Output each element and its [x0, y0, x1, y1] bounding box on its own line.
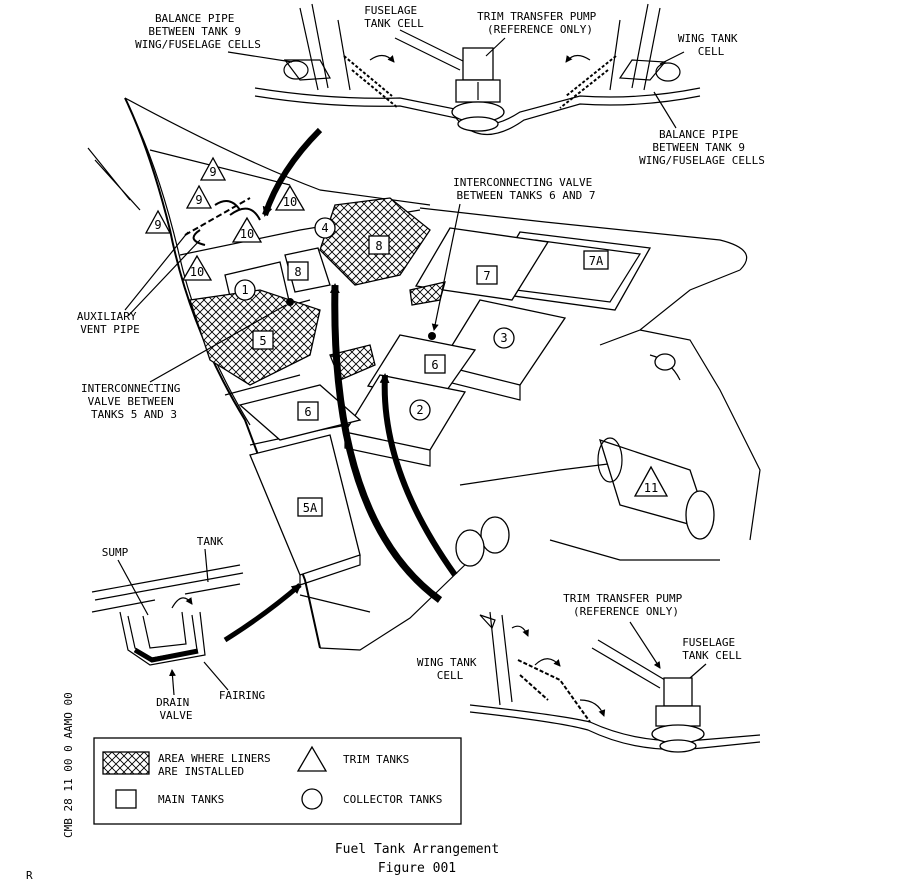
main-tank-marker	[297, 401, 319, 421]
tank-number: 8	[375, 239, 382, 253]
main-tank-marker	[476, 265, 498, 285]
label-trim-pump-top: TRIM TRANSFER PUMP (REFERENCE ONLY)	[477, 10, 603, 36]
tank-markers: 9 9 9 10 10 10 11 1 4 2 3 8 8 5 6 6 7	[144, 156, 669, 517]
legend-box	[93, 737, 462, 825]
trim-tank-marker	[144, 209, 172, 234]
top-detail-view	[254, 3, 701, 136]
tank-number: 9	[195, 193, 202, 207]
leader-valve-6-7	[431, 203, 461, 331]
trim-tank-marker	[185, 184, 213, 209]
main-tank-marker	[583, 250, 609, 270]
collector-tank-marker	[409, 399, 431, 421]
main-tank-marker	[368, 235, 390, 255]
label-wing-tank-cell-top: WING TANK CELL	[678, 32, 744, 58]
label-balance-pipe-top-left: BALANCE PIPE BETWEEN TANK 9 WING/FUSELAG…	[135, 12, 261, 51]
main-tank-marker	[297, 497, 323, 517]
legend-square-symbol	[115, 789, 137, 809]
leader-wing-tank-cell-top	[659, 51, 685, 65]
leader-auxiliary-vent-pipe	[124, 231, 201, 317]
tank-number: 3	[500, 331, 507, 345]
label-trim-pump-bottom: TRIM TRANSFER PUMP (REFERENCE ONLY)	[563, 592, 689, 618]
trim-tank-marker	[231, 216, 263, 243]
main-tank-marker	[287, 261, 309, 281]
legend-liner-swatch	[102, 751, 150, 775]
tank-number: 10	[240, 227, 254, 241]
legend-main-label: MAIN TANKS	[158, 793, 224, 806]
tank-number: 10	[283, 195, 297, 209]
label-sump: SUMP	[102, 546, 129, 559]
tank-number: 1	[241, 283, 248, 297]
tank-number: 5A	[303, 501, 318, 515]
trim-tank-marker	[633, 465, 669, 497]
main-tank-marker	[424, 354, 446, 374]
legend-liners-label: AREA WHERE LINERS ARE INSTALLED	[158, 752, 277, 778]
trim-tank-marker	[199, 156, 227, 181]
leader-balance-pipe-top-right	[653, 91, 677, 129]
tank-number: 2	[416, 403, 423, 417]
collector-tank-marker	[234, 279, 256, 301]
label-drain-valve: DRAIN VALVE	[156, 696, 196, 722]
leader-sump	[117, 559, 149, 616]
label-fuselage-tank-cell-bottom: FUSELAGE TANK CELL	[682, 636, 742, 662]
leader-tank	[204, 548, 209, 583]
label-auxiliary-vent-pipe: AUXILIARY VENT PIPE	[77, 310, 143, 336]
legend-trim-label: TRIM TANKS	[343, 753, 409, 766]
tank-number: 9	[209, 165, 216, 179]
collector-tank-marker	[314, 217, 336, 239]
trim-tank-marker	[181, 254, 213, 281]
side-reference-code: CMB 28 11 00 0 AAMO 00	[62, 692, 75, 838]
tank-number: 11	[644, 481, 658, 495]
trim-tank-marker	[274, 184, 306, 211]
leader-balance-pipe-top-left	[227, 51, 293, 63]
leader-drain-valve	[168, 669, 176, 696]
collector-tank-marker	[493, 327, 515, 349]
leader-valve-5-3	[149, 304, 287, 383]
tank-number: 10	[190, 265, 204, 279]
figure-title: Fuel Tank Arrangement	[335, 842, 499, 857]
tank-number: 6	[431, 358, 438, 372]
label-wing-tank-cell-bottom: WING TANK CELL	[417, 656, 483, 682]
figure-number: Figure 001	[378, 861, 456, 876]
label-balance-pipe-top-right: BALANCE PIPE BETWEEN TANK 9 WING/FUSELAG…	[639, 128, 765, 167]
legend-triangle-symbol	[296, 745, 328, 772]
tank-number: 4	[321, 221, 328, 235]
aircraft-isometric-view	[87, 97, 761, 651]
legend-collector-label: COLLECTOR TANKS	[343, 793, 442, 806]
bottom-detail-view	[469, 611, 761, 753]
label-fairing: FAIRING	[219, 689, 265, 702]
label-interconnecting-valve-5-3: INTERCONNECTING VALVE BETWEEN TANKS 5 AN…	[81, 382, 187, 421]
leader-fairing	[203, 661, 229, 691]
corner-mark: R	[26, 869, 33, 882]
leader-fuselage-cell-bottom	[689, 663, 707, 679]
tank-number: 7A	[589, 254, 604, 268]
tank-number: 5	[259, 334, 266, 348]
sump-detail-view	[91, 564, 244, 666]
main-tank-marker	[252, 330, 274, 350]
label-interconnecting-valve-6-7: INTERCONNECTING VALVE BETWEEN TANKS 6 AN…	[453, 176, 599, 202]
tank-number: 7	[483, 269, 490, 283]
tank-number: 8	[294, 265, 301, 279]
label-tank: TANK	[197, 535, 224, 548]
legend-circle-symbol	[301, 788, 323, 810]
label-fuselage-tank-cell-top: FUSELAGE TANK CELL	[364, 4, 424, 30]
tank-number: 6	[304, 405, 311, 419]
leader-trim-pump-bottom	[629, 621, 661, 669]
legend: AREA WHERE LINERS ARE INSTALLED TRIM TAN…	[93, 737, 462, 825]
leader-trim-pump-top	[485, 37, 506, 57]
tank-number: 9	[154, 218, 161, 232]
